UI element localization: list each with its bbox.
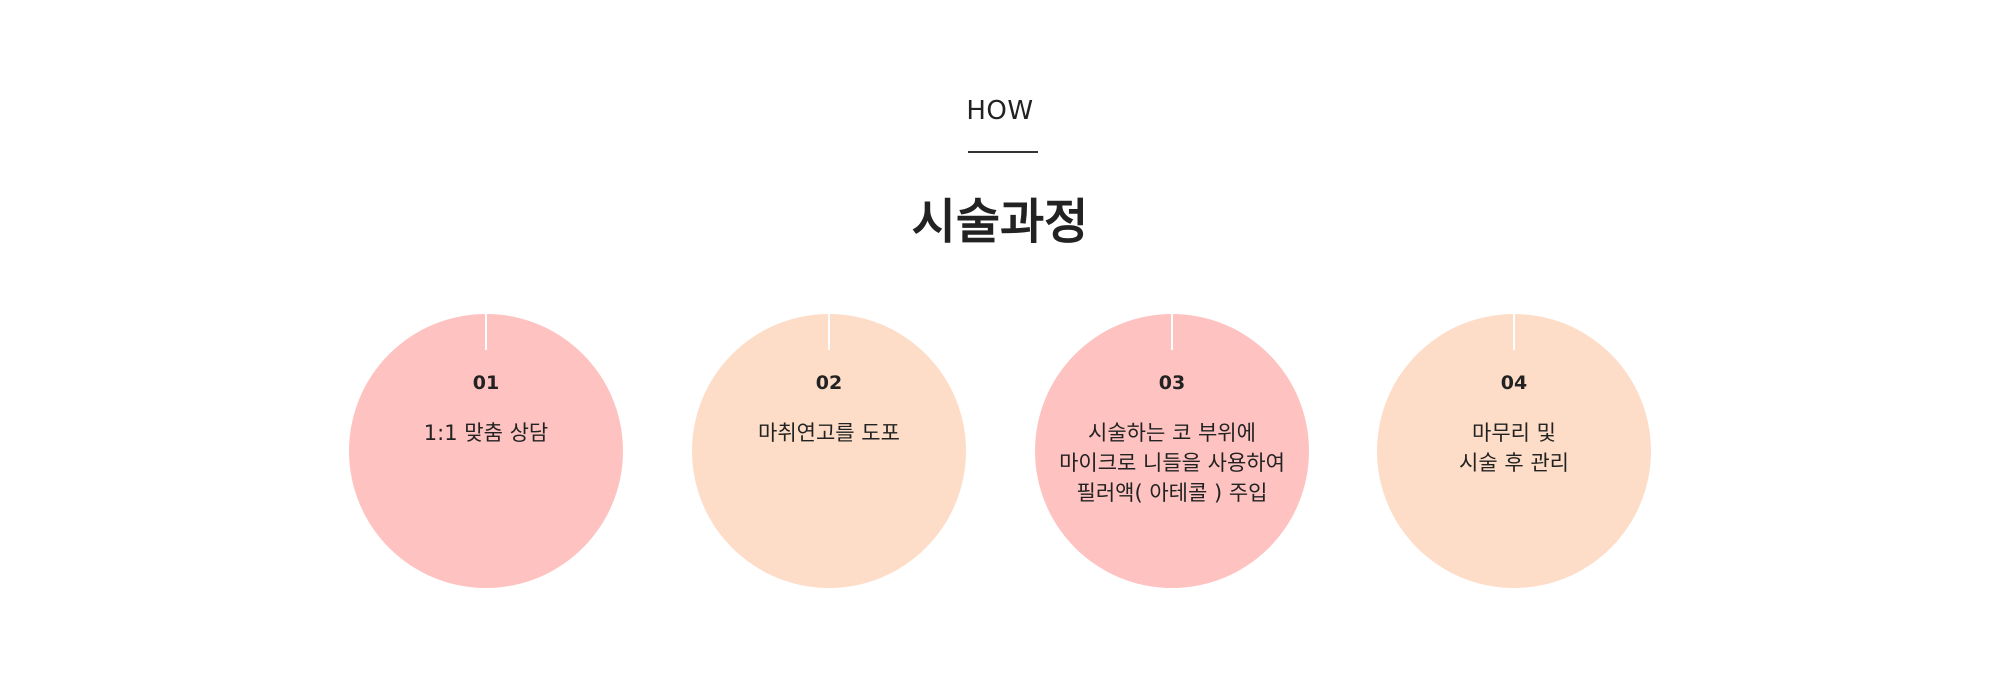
- step-description-line: 필러액( 아테콜 ) 주입: [1076, 481, 1268, 505]
- step-description-line: 마무리 및: [1472, 421, 1556, 445]
- process-steps: 01 1:1 맞춤 상담 02 마취연고를 도포 03 시술하는 코 부위에 마…: [349, 314, 1651, 588]
- step-circle-3: 03 시술하는 코 부위에 마이크로 니들을 사용하여 필러액( 아테콜 ) 주…: [1035, 314, 1309, 588]
- step-circle-2: 02 마취연고를 도포: [692, 314, 966, 588]
- step-number: 04: [1500, 372, 1528, 394]
- step-circle-4: 04 마무리 및 시술 후 관리: [1377, 314, 1651, 588]
- step-tick: [1171, 314, 1173, 350]
- step-circle-1: 01 1:1 맞춤 상담: [349, 314, 623, 588]
- step-description: 시술하는 코 부위에 마이크로 니들을 사용하여 필러액( 아테콜 ) 주입: [1043, 418, 1301, 508]
- step-tick: [485, 314, 487, 350]
- section-title: 시술과정: [911, 194, 1089, 250]
- step-tick: [828, 314, 830, 350]
- step-description: 1:1 맞춤 상담: [357, 418, 615, 448]
- step-tick: [1513, 314, 1515, 350]
- step-description-line: 시술 후 관리: [1459, 451, 1569, 475]
- step-number: 02: [815, 372, 843, 394]
- step-description: 마무리 및 시술 후 관리: [1385, 418, 1643, 478]
- step-description: 마취연고를 도포: [700, 418, 958, 448]
- eyebrow-divider: [968, 151, 1038, 153]
- section-eyebrow: HOW: [966, 96, 1034, 126]
- step-description-line: 마이크로 니들을 사용하여: [1059, 451, 1285, 475]
- step-number: 01: [472, 372, 500, 394]
- step-description-line: 마취연고를 도포: [758, 421, 900, 445]
- step-description-line: 1:1 맞춤 상담: [423, 421, 549, 445]
- step-description-line: 시술하는 코 부위에: [1088, 421, 1256, 445]
- step-number: 03: [1158, 372, 1186, 394]
